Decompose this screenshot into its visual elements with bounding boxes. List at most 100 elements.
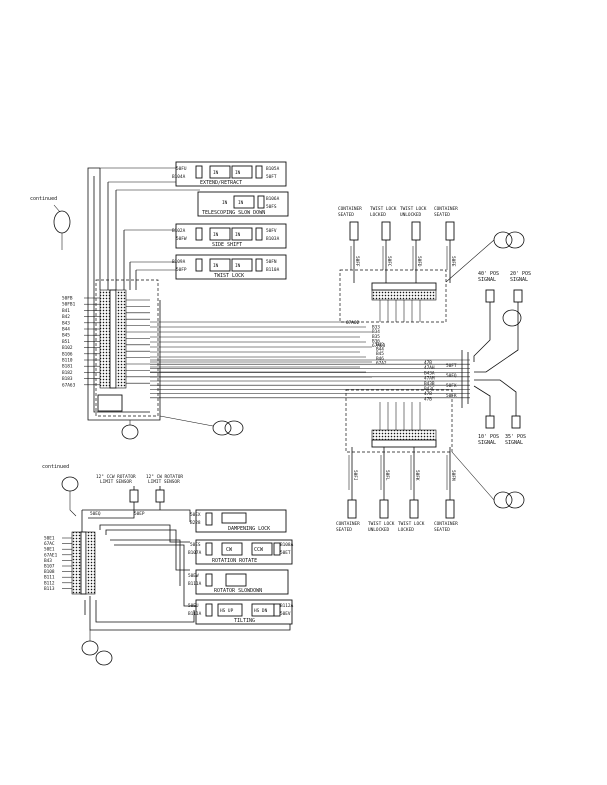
junction-wire-label: B34	[372, 329, 380, 335]
sensor-body	[409, 499, 419, 519]
sensor-body	[379, 499, 389, 519]
module-label: ROTATION ROTATE	[212, 558, 257, 564]
junction-wire-label: B43	[376, 342, 384, 348]
connector-pin-label: B42	[62, 314, 70, 320]
wire-label: 50ES	[190, 542, 201, 548]
module-side-shift: IN IN SIDE SHIFT B102A 50FW 50FV B103A	[172, 223, 287, 249]
sensor-body	[381, 221, 391, 241]
wire-label: 50EU	[188, 603, 199, 609]
upper-harness	[87, 167, 200, 421]
pos-line: 40' POS	[478, 271, 499, 277]
connector-pin-label: B110	[62, 358, 73, 364]
sensor-line: 12" CCW ROTATOR	[96, 474, 136, 480]
label-line: CONTAINER	[434, 206, 458, 212]
in-label: IN	[213, 232, 219, 238]
connector-pin-label: 50FB1	[62, 302, 76, 308]
in-label: IN	[235, 232, 241, 238]
label-line: CONTAINER	[336, 521, 360, 527]
label-line: SEATED	[434, 212, 450, 218]
in-label: IN	[213, 263, 219, 269]
junction-wire-label: B35	[372, 334, 380, 340]
wire-label: 50EQ	[90, 511, 101, 517]
bus-wire-label: B43B	[424, 381, 435, 387]
sensor-body	[349, 221, 359, 241]
connector-pin-label: B107	[44, 564, 55, 570]
module-dampening: DAMPENING LOCK 50EX B228	[190, 509, 287, 533]
sensor-wire-label: 50FD	[416, 256, 422, 267]
connector-pin-label: B183	[62, 376, 73, 382]
bus-wire-label: 50FX	[446, 383, 457, 389]
label-line: UNLOCKED	[368, 527, 390, 533]
pos-line: SIGNAL	[478, 440, 496, 446]
continued-label: continued	[30, 196, 57, 202]
wire-label: B103A	[266, 236, 280, 242]
connector-pin-label: B43	[44, 558, 52, 564]
bus-wire-label: 47B	[424, 396, 432, 402]
wire-label: B108A	[280, 542, 294, 548]
connector-pin-label: 67AC	[44, 541, 55, 547]
cw-label: CW	[226, 547, 233, 553]
sensor-wire-label: 50FJ	[352, 470, 358, 481]
wire-label: B107A	[188, 550, 202, 556]
label-line: TWIST LOCK	[370, 206, 397, 212]
module-tilting: HS UP HS DN TILTING 50EU B111A B112A 50E…	[188, 599, 294, 625]
connector-pin-label: B181	[62, 364, 73, 370]
wire-label: 50FS	[266, 204, 277, 210]
wire-label: 50FU	[176, 166, 187, 172]
module-label: TILTING	[234, 618, 255, 624]
bus-wire-label: 47B	[424, 391, 432, 397]
sensor-line: LIMIT SENSOR	[100, 479, 132, 485]
hs-dn-label: HS DN	[254, 608, 268, 614]
wire-label: B111A	[188, 581, 202, 587]
connector-pin-label: 50FB	[62, 296, 73, 302]
label-line: TWIST LOCK	[400, 206, 427, 212]
label-line: CONTAINER	[338, 206, 362, 212]
module-telescoping: IN IN TELESCOPING SLOW DOWN B106A 50FS	[197, 191, 289, 217]
connector-pin-label: 50E1	[44, 547, 55, 553]
bus-wire-label: B43A	[424, 370, 435, 376]
connector-pin-label: B45	[62, 333, 70, 339]
sensor-wire-label: 50FK	[414, 470, 420, 481]
connector-pin-label: 50E1	[44, 536, 55, 542]
wire-label: B106A	[266, 196, 280, 202]
wire-label: 50FV	[266, 228, 277, 234]
bus-wire-label: B43C	[424, 386, 435, 392]
pos-line: 35' POS	[505, 434, 526, 440]
wire-label: B102A	[172, 228, 186, 234]
label-line: LOCKED	[398, 527, 414, 533]
hs-up-label: HS UP	[220, 608, 234, 614]
sensor-wire-label: 50FE	[450, 256, 456, 267]
junction-wire-label: B44	[376, 347, 384, 353]
junction-wire-label: 67A63	[372, 343, 386, 349]
continued-label: continued	[42, 464, 69, 470]
sensor-line: 12" CW ROTATOR	[146, 474, 183, 480]
connector-pin-label: B43	[62, 320, 70, 326]
continued-callout-top: continued	[30, 196, 71, 250]
upper-connector: 50FB50FB1B41B42B43B44B45B51B102B106B110B…	[62, 289, 150, 389]
connector-pin-label: B106	[62, 351, 73, 357]
wire-label: B105A	[266, 166, 280, 172]
module-label: ROTATOR SLOWDOWN	[214, 588, 262, 594]
connector-pin-label: B51	[62, 339, 70, 345]
wire-label: 50FT	[266, 174, 277, 180]
wire-label: B111A	[188, 611, 202, 617]
module-label: EXTEND/RETRACT	[200, 180, 242, 186]
pos-line: 20' POS	[510, 271, 531, 277]
junction-wire-label: B46	[376, 356, 384, 362]
label-line: TWIST LOCK	[398, 521, 425, 527]
wire-label: 50FN	[266, 259, 277, 265]
module-twist-lock: IN IN TWIST LOCK B109A 50FP 50FN B110A	[172, 254, 287, 280]
wire-label: 50EP	[134, 511, 145, 517]
connector-pin-label: 67A63	[62, 382, 76, 388]
connector-pin-label: B112	[44, 580, 55, 586]
connector-pin-label: B108	[44, 569, 55, 575]
